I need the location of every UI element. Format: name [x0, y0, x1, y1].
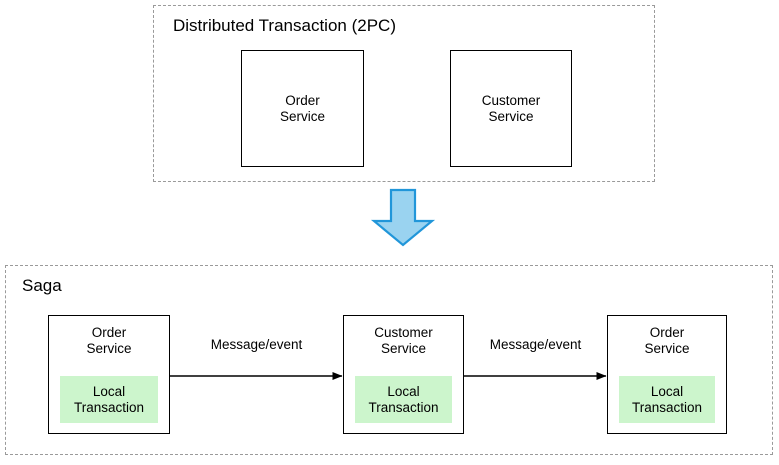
- connector-label-message-event-1: Message/event: [210, 337, 303, 352]
- service-box-customer-service-saga[interactable]: Customer Service Local Transaction: [343, 315, 464, 434]
- service-label: Order Service: [86, 325, 132, 356]
- service-label: Customer Service: [481, 92, 541, 124]
- local-transaction-label: Local Transaction: [631, 383, 703, 415]
- local-transaction-block: Local Transaction: [355, 376, 452, 423]
- local-transaction-label: Local Transaction: [73, 383, 145, 415]
- transition-arrow: [370, 188, 436, 248]
- service-box-order-service-saga-2[interactable]: Order Service Local Transaction: [607, 315, 727, 434]
- down-arrow-icon: [370, 188, 436, 247]
- local-transaction-label: Local Transaction: [368, 383, 439, 415]
- service-label: Customer Service: [374, 325, 433, 356]
- group-distributed-transaction-2pc: [153, 5, 655, 182]
- service-box-order-service-2pc[interactable]: Order Service: [241, 50, 364, 167]
- group-title-distributed-transaction: Distributed Transaction (2PC): [173, 16, 396, 35]
- local-transaction-block: Local Transaction: [619, 376, 715, 423]
- local-transaction-block: Local Transaction: [60, 376, 158, 423]
- connector-label-message-event-2: Message/event: [489, 337, 582, 352]
- group-saga: [5, 265, 773, 455]
- service-box-order-service-saga-1[interactable]: Order Service Local Transaction: [48, 315, 170, 434]
- group-title-saga: Saga: [22, 276, 62, 295]
- service-label: Order Service: [279, 92, 325, 124]
- service-label: Order Service: [644, 325, 690, 356]
- service-box-customer-service-2pc[interactable]: Customer Service: [450, 50, 572, 167]
